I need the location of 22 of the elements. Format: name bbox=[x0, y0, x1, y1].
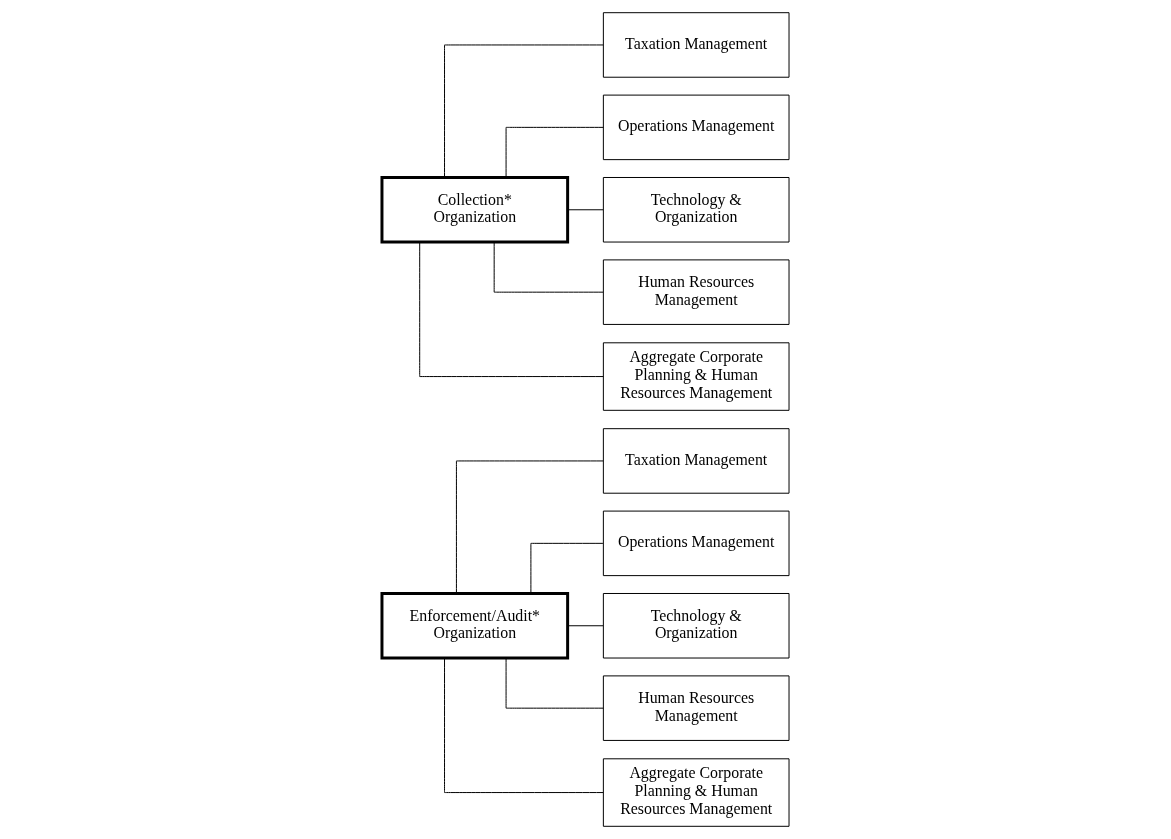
connector bbox=[530, 542, 604, 594]
connector bbox=[505, 126, 604, 178]
node-box: Operations Management bbox=[602, 510, 790, 577]
node-box: Human Resources Management bbox=[602, 259, 790, 325]
node-box: Taxation Management bbox=[602, 12, 790, 78]
node-box: Technology & Organization bbox=[602, 593, 790, 659]
node-box: Aggregate Corporate Planning & Human Resources Management bbox=[602, 342, 790, 411]
connector bbox=[419, 241, 604, 378]
node-box: Human Resources Management bbox=[602, 675, 790, 741]
node-box: Enforcement/Audit* Organization bbox=[380, 592, 570, 660]
connector bbox=[444, 657, 604, 794]
connector bbox=[505, 657, 604, 709]
connector bbox=[493, 241, 604, 293]
node-box: Taxation Management bbox=[602, 428, 790, 494]
connector bbox=[567, 625, 604, 627]
connector bbox=[444, 44, 604, 178]
connector bbox=[567, 209, 604, 211]
node-box: Operations Management bbox=[602, 94, 790, 161]
node-box: Aggregate Corporate Planning & Human Resources Management bbox=[602, 758, 790, 827]
node-box: Technology & Organization bbox=[602, 177, 790, 243]
connector bbox=[455, 460, 604, 594]
node-box: Collection* Organization bbox=[380, 176, 570, 244]
